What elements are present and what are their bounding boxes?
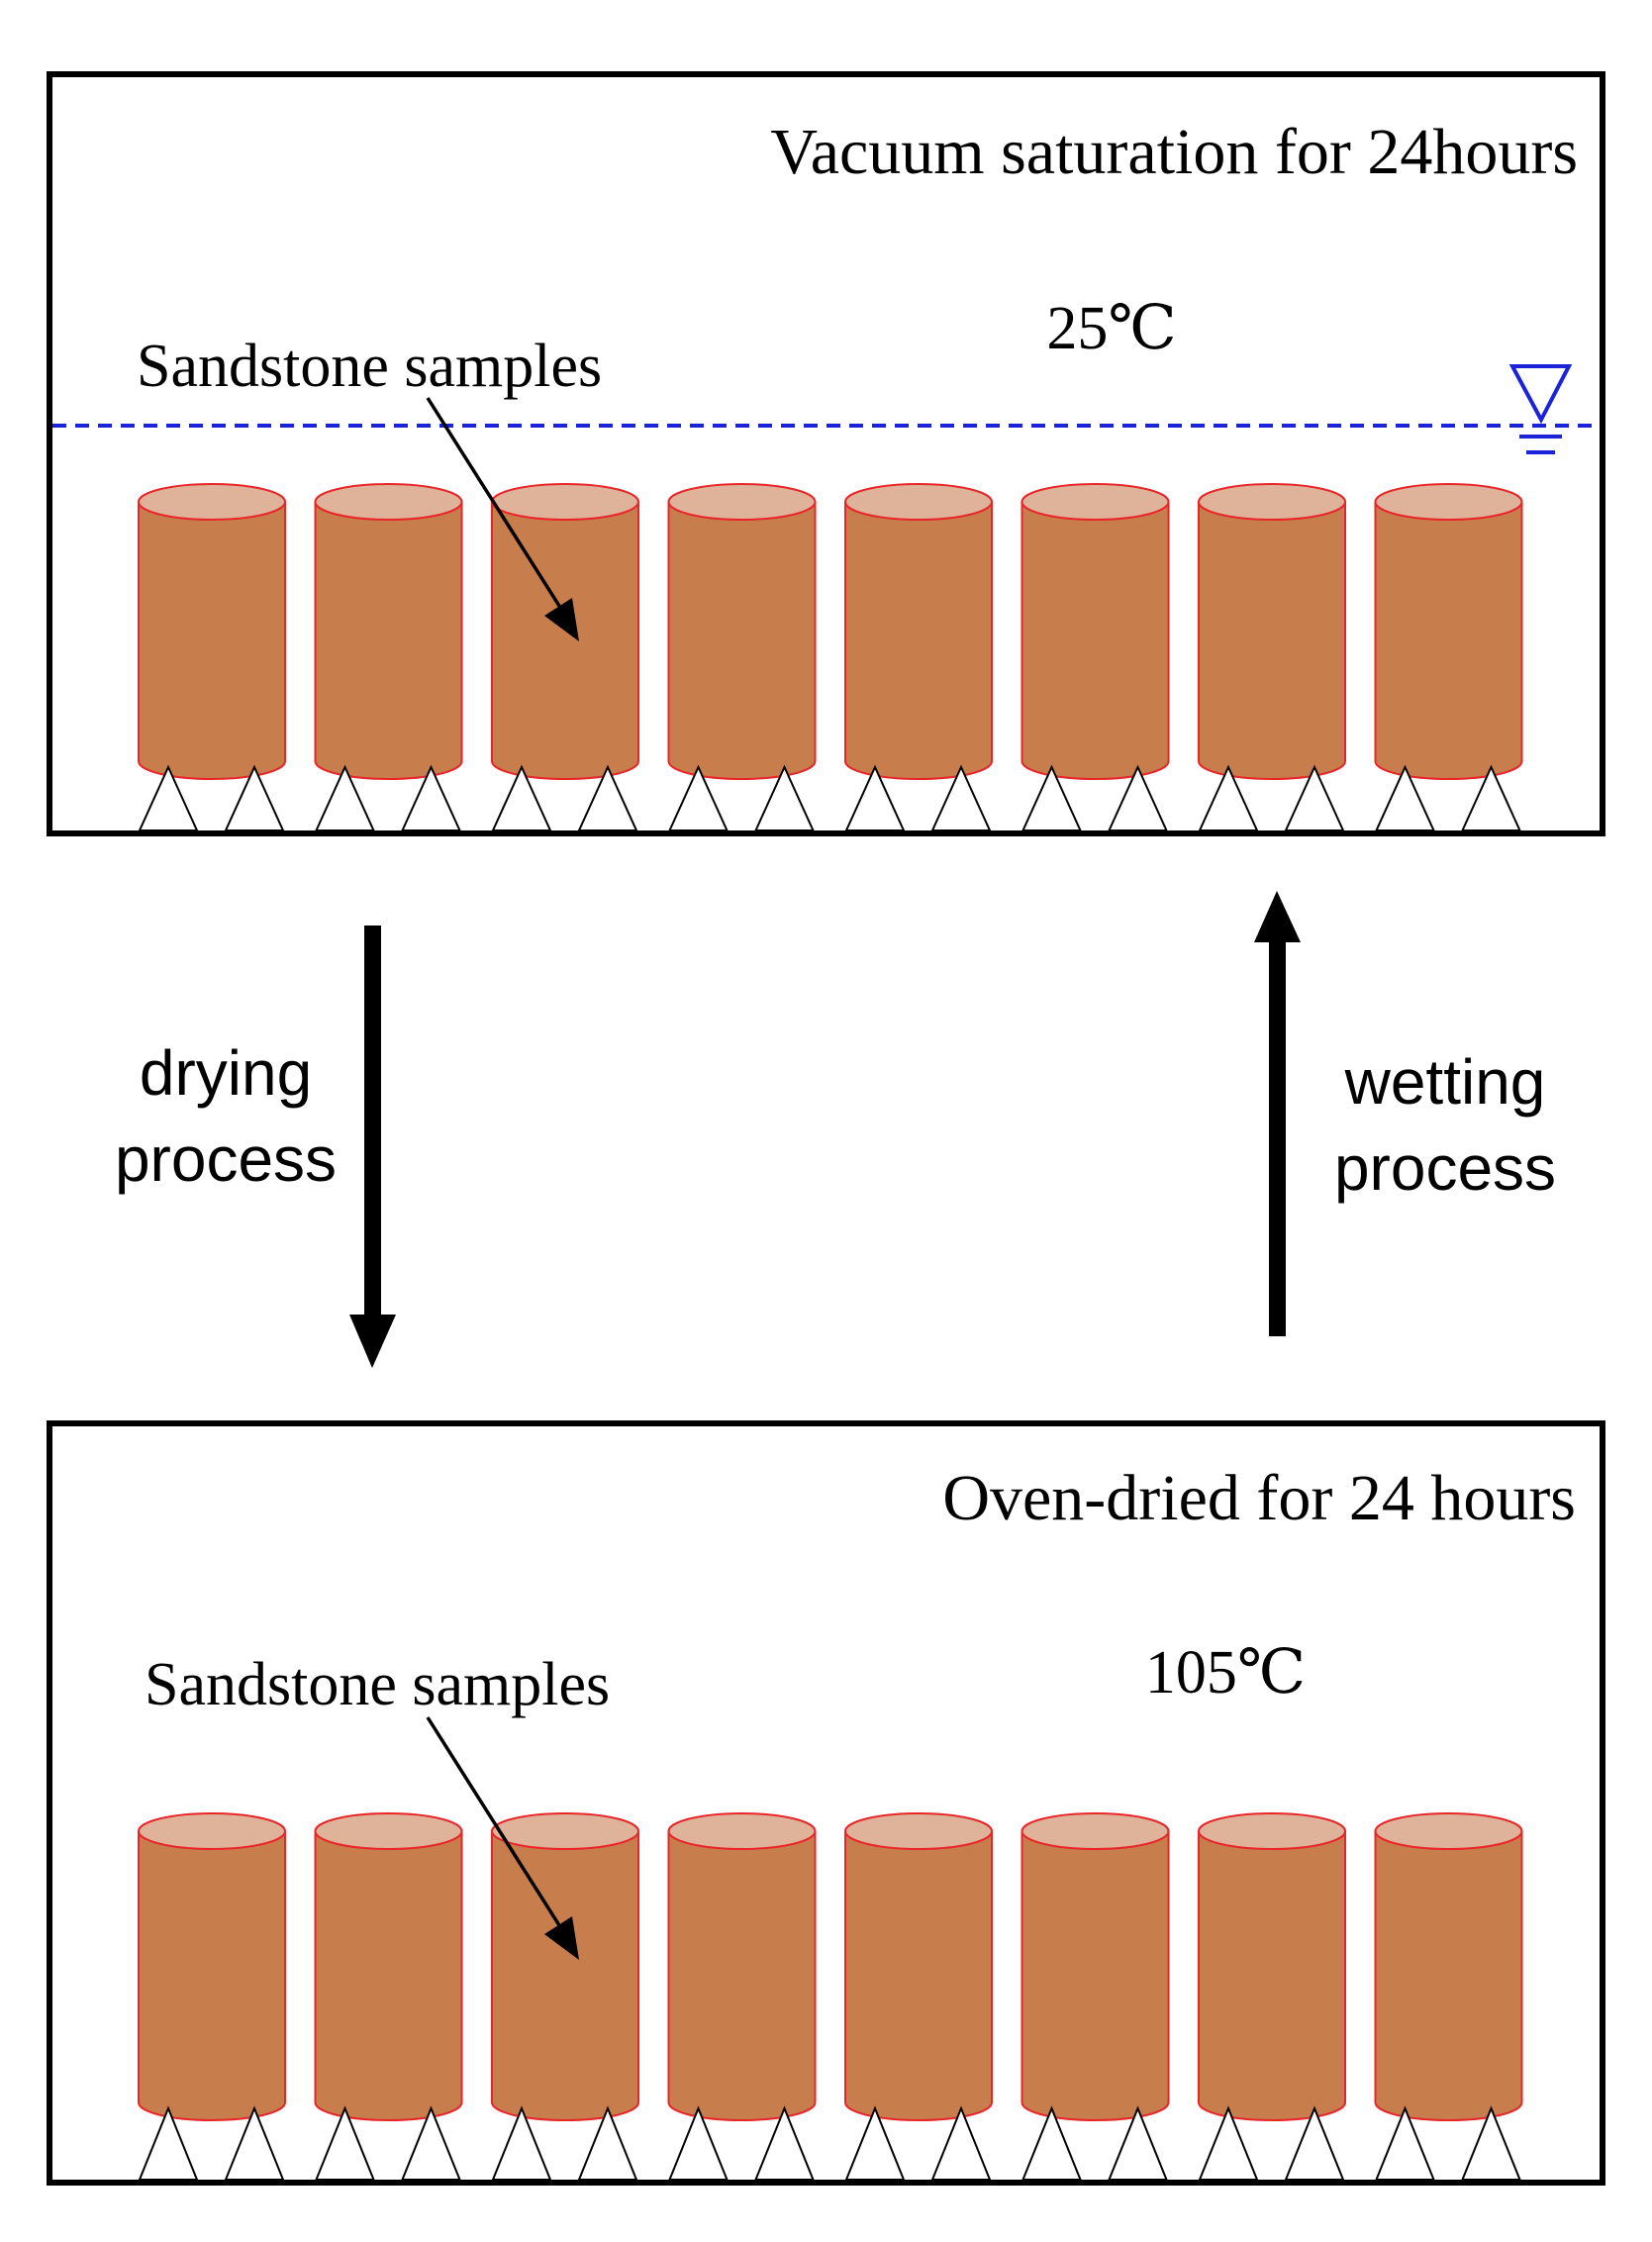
top-support-triangle: [314, 764, 376, 831]
bottom-panel-frame: [47, 1420, 1605, 2186]
top-sample-cylinder: [491, 483, 639, 780]
top-support-triangle: [400, 764, 462, 831]
bottom-support-row: [138, 2105, 1521, 2181]
bottom-support-triangle: [844, 2105, 906, 2181]
bottom-panel-title: Oven-dried for 24 hours: [942, 1462, 1576, 1534]
top-sample-cylinder: [1020, 483, 1170, 780]
bottom-support-triangle: [1461, 2105, 1521, 2181]
bottom-support-triangle: [1108, 2105, 1168, 2181]
bottom-sample-cylinder: [1374, 1812, 1523, 2121]
bottom-sample-label: Sandstone samples: [145, 1651, 610, 1718]
top-sample-cylinder: [1374, 483, 1523, 780]
bottom-panel: Oven-dried for 24 hours 105℃ Sandstone s…: [47, 1420, 1605, 2186]
bottom-support-triangle: [315, 2105, 375, 2181]
top-sample-cylinder: [314, 483, 463, 780]
bottom-support-triangle: [224, 2105, 285, 2181]
bottom-support-triangle: [1284, 2105, 1345, 2181]
bottom-sample-cylinder: [314, 1812, 463, 2121]
bottom-support-triangle: [138, 2105, 199, 2181]
top-sample-cylinder: [667, 483, 817, 780]
bottom-support-triangle: [491, 2105, 552, 2181]
drying-label-line1: drying: [140, 1037, 312, 1109]
wetting-arrow: [1254, 891, 1301, 1336]
bottom-sample-cylinder: [491, 1812, 639, 2121]
top-support-triangle: [577, 764, 638, 831]
wetting-label-line1: wetting: [1344, 1046, 1546, 1118]
bottom-panel-temperature: 105℃: [1145, 1639, 1306, 1706]
bottom-support-triangle: [1198, 2105, 1259, 2181]
bottom-support-triangle: [401, 2105, 461, 2181]
top-panel-title: Vacuum saturation for 24hours: [770, 116, 1578, 188]
drying-label-line2: process: [115, 1123, 337, 1195]
water-level-icon: [1508, 364, 1573, 454]
top-panel: Vacuum saturation for 24hours 25℃ Sandst…: [47, 71, 1605, 836]
top-sample-cylinder: [844, 483, 993, 780]
drying-arrow: [349, 926, 396, 1368]
top-support-triangle: [667, 764, 729, 831]
top-support-triangle: [753, 764, 816, 831]
top-support-triangle: [930, 764, 992, 831]
wetting-label-line2: process: [1334, 1132, 1556, 1204]
bottom-support-triangle: [668, 2105, 729, 2181]
top-sample-row: [138, 483, 1523, 780]
top-support-triangle: [1107, 764, 1169, 831]
top-support-triangle: [491, 764, 552, 831]
bottom-support-triangle: [1021, 2105, 1082, 2181]
bottom-sample-pointer-arrow: [426, 1716, 579, 1960]
top-sample-label: Sandstone samples: [137, 333, 602, 400]
bottom-sample-cylinder: [1198, 1812, 1346, 2121]
top-support-row: [138, 764, 1522, 831]
top-sample-cylinder: [138, 483, 286, 780]
top-support-triangle: [844, 764, 906, 831]
top-support-triangle: [224, 764, 285, 831]
top-support-triangle: [1374, 764, 1436, 831]
bottom-sample-cylinder: [667, 1812, 817, 2121]
top-panel-temperature: 25℃: [1046, 295, 1176, 362]
bottom-sample-cylinder: [138, 1812, 286, 2121]
bottom-sample-cylinder: [844, 1812, 993, 2121]
top-sample-pointer-arrow: [426, 397, 579, 641]
top-support-triangle: [1020, 764, 1083, 831]
top-support-triangle: [1198, 764, 1259, 831]
top-sample-cylinder: [1198, 483, 1346, 780]
bottom-support-triangle: [754, 2105, 815, 2181]
bottom-support-triangle: [577, 2105, 638, 2181]
top-panel-frame: [47, 71, 1605, 836]
bottom-support-triangle: [930, 2105, 992, 2181]
bottom-sample-cylinder: [1020, 1812, 1170, 2121]
bottom-support-triangle: [1375, 2105, 1435, 2181]
bottom-sample-row: [138, 1812, 1523, 2121]
top-support-triangle: [1460, 764, 1522, 831]
top-support-triangle: [1284, 764, 1345, 831]
top-support-triangle: [138, 764, 199, 831]
